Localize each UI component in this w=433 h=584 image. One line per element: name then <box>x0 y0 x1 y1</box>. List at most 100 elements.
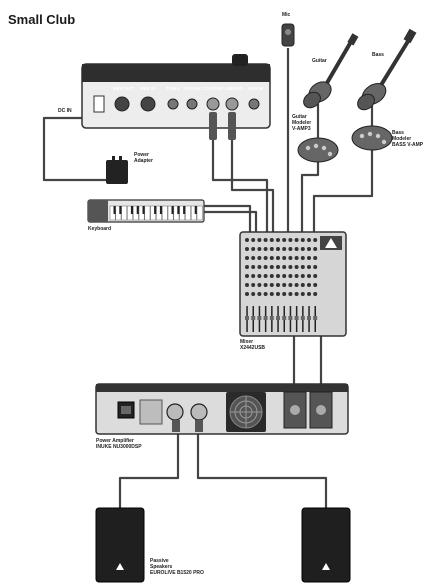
speakers-label: Passive Speakers EUROLIVE B1520 PRO <box>150 558 204 576</box>
mixer-knob <box>269 256 274 260</box>
mixer-knob <box>263 283 268 287</box>
fan-icon <box>226 392 266 432</box>
mixer-knob <box>307 283 311 287</box>
mixer-knob <box>269 274 274 278</box>
mixer-knob <box>294 283 299 287</box>
mixer-knob <box>251 256 256 260</box>
crash2-jack-icon <box>186 98 198 110</box>
mixer-knob <box>251 292 256 296</box>
mixer-fader-cap <box>300 316 305 320</box>
bass-modeler-label-line3: BASS V-AMP <box>392 142 424 148</box>
mixer-knob <box>288 292 293 296</box>
mixer-knob <box>263 265 268 269</box>
mixer-knob <box>307 292 311 296</box>
cable-speaker-right <box>196 430 328 508</box>
mixer-knob <box>313 238 318 242</box>
speakon-left-icon <box>166 403 184 421</box>
mixer-knob <box>300 238 305 242</box>
port-label: OUTPUT L/MONO <box>205 86 243 91</box>
mixer-knob <box>269 283 274 287</box>
white-key <box>144 205 151 221</box>
output-left-jack-icon <box>206 97 220 111</box>
amp-label-plate-icon <box>139 399 163 425</box>
black-key <box>159 206 164 214</box>
mixer-knob <box>294 274 299 278</box>
keyboard <box>87 199 205 223</box>
black-key <box>177 206 181 214</box>
mixer-fader-cap <box>288 316 293 320</box>
power-adapter-label: Power Adapter <box>134 152 153 164</box>
speaker-logo-icon <box>116 563 124 570</box>
plug-right-icon <box>228 112 236 140</box>
mixer <box>239 231 347 337</box>
power-amp-label-line2: INUKE NU3000DSP <box>96 444 142 450</box>
port-label: AUX IN <box>248 86 263 91</box>
black-key <box>136 206 140 214</box>
port-label: CRASH 2 <box>184 86 204 91</box>
keyboard-label: Keyboard <box>88 226 112 232</box>
mixer-knob <box>245 292 249 296</box>
mixer-knob <box>245 256 249 260</box>
midi-in-port-icon <box>140 96 156 112</box>
mixer-knob <box>313 283 318 287</box>
power-amp-label-line1: Power Amplifier <box>96 438 134 444</box>
mixer-knob <box>269 265 274 269</box>
cable-drum-left <box>211 140 269 232</box>
mixer-fader-cap <box>276 316 280 320</box>
mixer-knob <box>282 256 287 260</box>
mixer-knob <box>245 238 249 242</box>
mixer-fader-cap <box>282 316 287 320</box>
mixer-knob <box>294 256 299 260</box>
bass-icon <box>357 28 417 111</box>
mixer-knob <box>251 247 256 251</box>
power-amplifier <box>95 383 349 435</box>
mixer-knob <box>288 274 293 278</box>
bass-label: Bass <box>372 52 384 58</box>
mixer-knob <box>245 283 249 287</box>
cable-keyboard-a <box>203 204 252 232</box>
power-adapter <box>106 156 128 184</box>
mixer-knob <box>245 265 249 269</box>
mixer-fader-cap <box>294 316 299 320</box>
mic-icon <box>281 23 295 47</box>
bass-modeler-label: Bass Modeler BASS V-AMP <box>392 130 423 148</box>
black-key <box>130 206 135 214</box>
mixer-fader-cap <box>245 316 249 320</box>
speaker-right <box>301 507 351 583</box>
black-key <box>142 206 146 214</box>
speaker-logo-icon <box>322 563 330 570</box>
mixer-knob <box>300 265 305 269</box>
mixer-knob <box>282 274 287 278</box>
mixer-knob <box>269 238 274 242</box>
mixer-knob <box>245 274 249 278</box>
mixer-knob <box>276 256 280 260</box>
mixer-knob <box>276 292 280 296</box>
mixer-knob <box>300 274 305 278</box>
mixer-knob <box>257 256 262 260</box>
mixer-label-line1: Mixer <box>240 339 254 345</box>
mixer-knob <box>263 238 268 242</box>
plug-left-icon <box>209 112 217 140</box>
mixer-knob <box>288 238 293 242</box>
mixer-knob <box>276 265 280 269</box>
mixer-knob <box>300 247 305 251</box>
page-title: Small Club <box>8 12 76 27</box>
speakers-label-line3: EUROLIVE B1520 PRO <box>150 570 204 576</box>
mixer-knob <box>282 283 287 287</box>
mixer-knob <box>282 238 287 242</box>
tom4-jack-icon <box>167 98 179 110</box>
guitar-modeler-label-line2: Modeler <box>292 120 312 126</box>
mixer-knob <box>263 274 268 278</box>
mixer-knob <box>307 238 311 242</box>
mixer-channel-strips <box>245 238 318 332</box>
mixer-knob <box>294 292 299 296</box>
speakon-right-icon <box>190 403 208 421</box>
speaker-left <box>95 507 145 583</box>
speakers-label-line1: Passive <box>150 558 169 564</box>
bass-modeler-label-line1: Bass <box>392 130 404 136</box>
port-label: TOM 4 <box>166 86 180 91</box>
mixer-knob <box>251 238 256 242</box>
mixer-knob <box>276 274 280 278</box>
